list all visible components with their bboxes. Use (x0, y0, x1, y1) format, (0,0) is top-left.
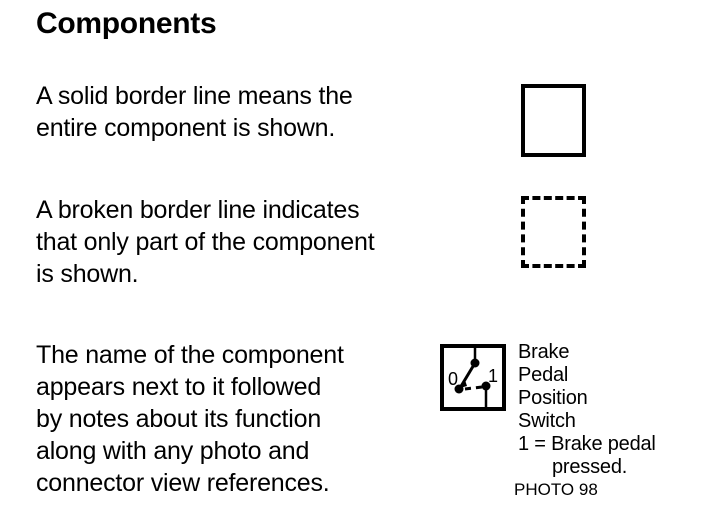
component-name-paragraph: The name of the component appears next t… (36, 339, 446, 499)
switch-label-1: 1 (488, 366, 498, 386)
switch-symbol-svg: 0 1 (440, 344, 506, 411)
photo-reference: PHOTO 98 (514, 480, 598, 499)
switch-contact-dot-0 (454, 384, 464, 394)
component-note-line: 1 = Brake pedal (518, 433, 656, 455)
paragraph-line: A broken border line indicates (36, 196, 360, 224)
brake-pedal-switch-symbol-icon: 0 1 (440, 344, 506, 411)
switch-frame (440, 344, 506, 411)
component-name-line: Position (518, 387, 588, 409)
dashed-border-box-swatch (521, 196, 586, 268)
switch-travel-dashed-path (464, 385, 483, 391)
page-title: Components (36, 7, 217, 40)
solid-border-box-swatch (521, 84, 586, 157)
component-callout-label: Brake Pedal Position Switch 1 = Brake pe… (518, 341, 704, 479)
component-name-line: Switch (518, 410, 576, 432)
paragraph-line: entire component is shown. (36, 114, 336, 142)
paragraph-line: is shown. (36, 260, 139, 288)
switch-lever-arm (458, 362, 477, 389)
component-name-line: Pedal (518, 364, 569, 386)
paragraph-line: that only part of the component (36, 228, 375, 256)
component-note-line: pressed. (552, 456, 628, 478)
paragraph-line: A solid border line means the (36, 82, 353, 110)
paragraph-line: appears next to it followed (36, 373, 322, 401)
component-name-line: Brake (518, 341, 570, 363)
broken-border-paragraph: A broken border line indicates that only… (36, 194, 506, 290)
paragraph-line: along with any photo and (36, 437, 310, 465)
solid-border-paragraph: A solid border line means the entire com… (36, 80, 496, 144)
paragraph-line: by notes about its function (36, 405, 322, 433)
paragraph-line: connector view references. (36, 469, 330, 497)
paragraph-line: The name of the component (36, 341, 344, 369)
switch-label-0: 0 (448, 369, 458, 389)
switch-contact-dot-1 (481, 381, 491, 391)
